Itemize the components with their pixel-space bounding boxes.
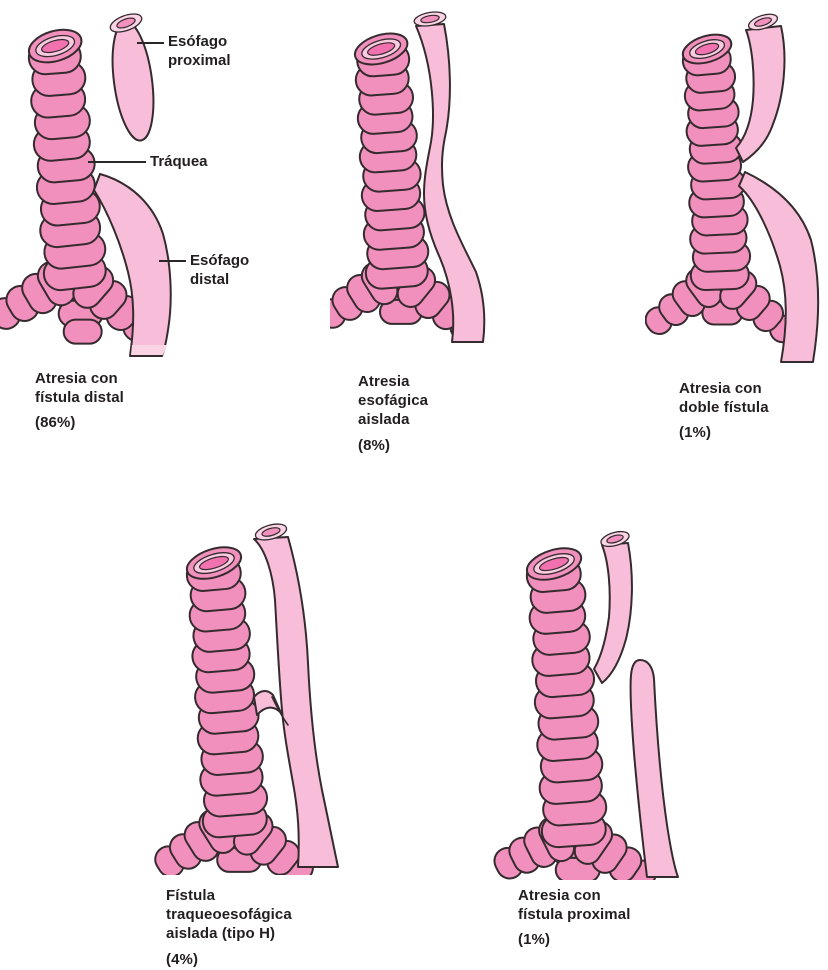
leader-line-esofago-proximal: [137, 42, 164, 44]
leader-line-esofago-distal: [159, 260, 186, 262]
caption-text: Atresia con fístula distal: [35, 370, 124, 407]
figure-atresia-esofagica-aislada: [330, 0, 560, 350]
caption-atresia-con-doble-fistula: Atresia con doble fístula (1%): [679, 379, 769, 443]
illustration-atresia-esofagica-aislada: [330, 11, 486, 343]
illustration-atresia-con-doble-fistula: [645, 13, 820, 363]
label-esofago-proximal: Esófago proximal: [168, 33, 231, 70]
caption-percent: (4%): [166, 950, 199, 968]
caption-text: Atresia esofágica aislada: [358, 373, 429, 429]
caption-atresia-con-fistula-distal: Atresia con fístula distal (86%): [35, 369, 124, 433]
illustration-atresia-con-fistula-distal: [0, 13, 172, 357]
figure-atresia-con-fistula-distal: [0, 0, 250, 362]
caption-text: Atresia con doble fístula: [679, 380, 769, 417]
leader-line-traquea: [88, 161, 146, 163]
caption-text: Fístula traqueoesofágica aislada (tipo H…: [166, 887, 292, 943]
label-esofago-distal: Esófago distal: [190, 252, 250, 289]
caption-percent: (1%): [518, 931, 551, 949]
figure-atresia-con-fistula-proximal: [480, 515, 705, 880]
figure-fistula-tipo-h: [150, 505, 365, 875]
caption-percent: (86%): [35, 414, 76, 432]
illustration-atresia-con-fistula-proximal: [493, 530, 679, 880]
illustration-fistula-tipo-h: [154, 523, 339, 875]
caption-fistula-tipo-h: Fístula traqueoesofágica aislada (tipo H…: [166, 886, 292, 969]
caption-atresia-esofagica-aislada: Atresia esofágica aislada (8%): [358, 372, 428, 455]
caption-percent: (1%): [679, 424, 712, 442]
caption-atresia-con-fistula-proximal: Atresia con fístula proximal (1%): [518, 886, 630, 950]
caption-text: Atresia con fístula proximal: [518, 887, 631, 924]
label-traquea: Tráquea: [150, 153, 208, 170]
figure-atresia-con-doble-fistula: [645, 0, 828, 365]
caption-percent: (8%): [358, 436, 391, 454]
